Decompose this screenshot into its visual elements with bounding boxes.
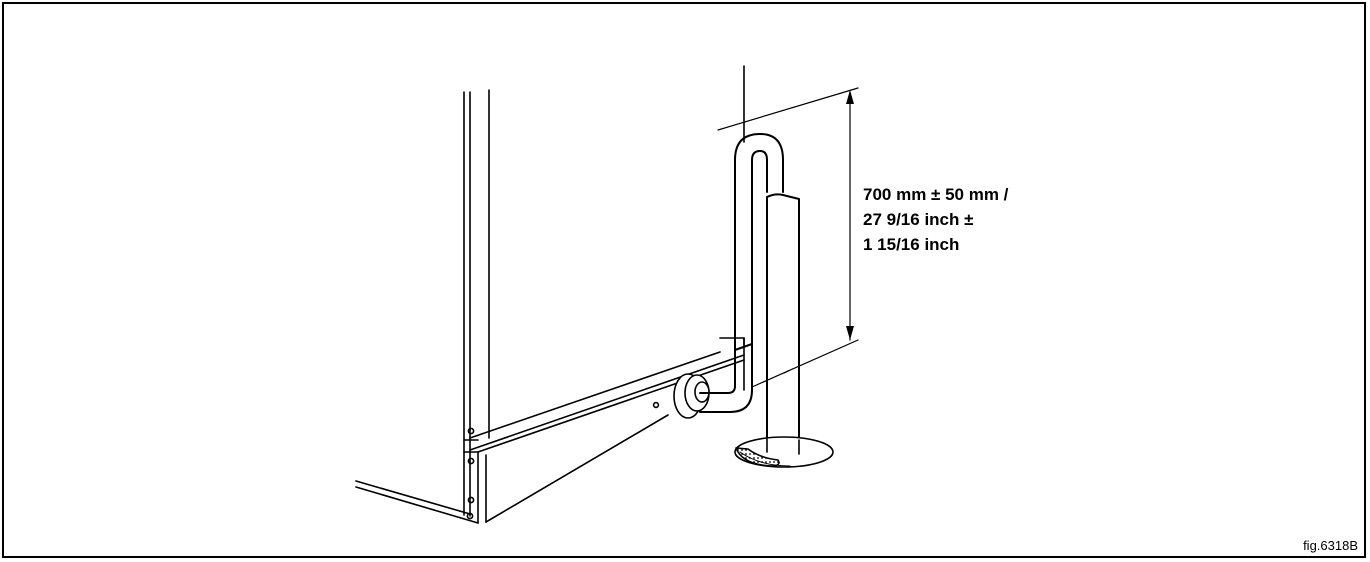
dimension-label: 700 mm ± 50 mm / 27 9/16 inch ± 1 15/16 … bbox=[863, 182, 1008, 257]
drain-outlet-fitting bbox=[673, 373, 710, 419]
stand-pipe bbox=[766, 193, 800, 458]
dimension-label-line-1: 700 mm ± 50 mm / bbox=[863, 185, 1009, 204]
dimension-lines bbox=[717, 87, 859, 388]
machine-side-panel bbox=[463, 65, 745, 517]
figure-id: fig.6318B bbox=[1303, 538, 1358, 553]
dimension-label-line-2: 27 9/16 inch ± bbox=[863, 210, 974, 229]
drain-hose bbox=[699, 133, 784, 413]
dimension-label-line-3: 1 15/16 inch bbox=[863, 235, 960, 254]
floor-drain bbox=[734, 436, 834, 468]
machine-plinth bbox=[355, 337, 745, 524]
